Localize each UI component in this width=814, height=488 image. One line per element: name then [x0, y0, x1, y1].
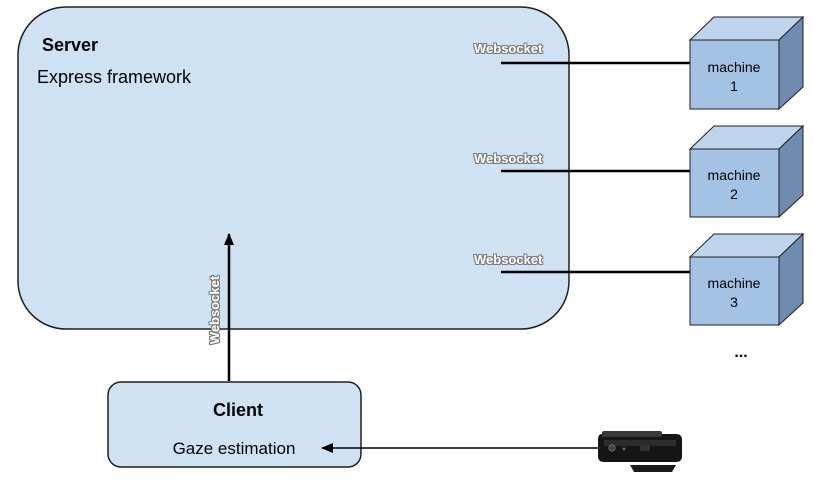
machine-3-number: 3	[730, 294, 738, 310]
machine-2-label: machine	[708, 167, 761, 183]
machine-2-node: machine 2	[688, 124, 805, 219]
client-node: Client Gaze estimation	[107, 381, 362, 468]
machine-3-node: machine 3	[688, 232, 805, 327]
machine-1-number: 1	[730, 78, 738, 94]
machine-2-number: 2	[730, 186, 738, 202]
machine-1-cube-front	[689, 39, 780, 110]
client-connection-label: Websocket	[207, 275, 222, 344]
machine-1-node: machine 1	[688, 15, 805, 111]
server-subtitle: Express framework	[37, 67, 192, 87]
machine-1-label: machine	[708, 59, 761, 75]
machine-2-cube-front	[689, 148, 780, 218]
client-subtitle: Gaze estimation	[173, 439, 296, 458]
machine-connection-2: Websocket	[474, 151, 709, 176]
machine-connection-3: Websocket	[474, 252, 709, 277]
depth-camera-icon	[598, 431, 682, 472]
server-node: Server Express framework	[17, 6, 570, 330]
server-box	[17, 6, 570, 330]
server-title: Server	[42, 35, 98, 55]
machine-3-connection-label: Websocket	[474, 252, 543, 267]
client-box	[107, 381, 362, 468]
client-server-connection: Websocket	[207, 233, 234, 381]
more-machines-ellipsis: ...	[734, 344, 747, 361]
machine-2-connection-label: Websocket	[474, 151, 543, 166]
machine-1-connection-label: Websocket	[474, 41, 543, 56]
machine-3-label: machine	[708, 275, 761, 291]
machine-connection-1: Websocket	[474, 41, 709, 68]
client-title: Client	[213, 400, 263, 420]
machine-3-cube-front	[689, 256, 780, 326]
